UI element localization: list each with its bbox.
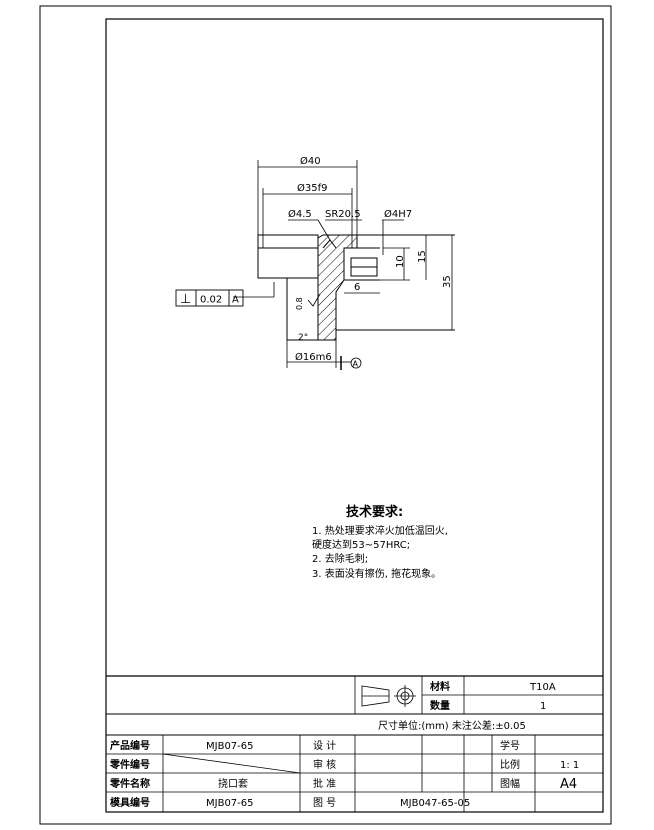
part-no-label: 零件编号	[109, 758, 150, 771]
design-label: 设 计	[313, 739, 336, 752]
dim-sr: SR20.5	[325, 209, 361, 220]
dimension-lines	[233, 160, 453, 368]
requirement-line-4: 3. 表面没有擦伤, 拖花现象。	[312, 567, 441, 580]
title-block-text: 材料 T10A 数量 1 尺寸单位:(mm) 未注公差:±0.05 产品编号 M…	[109, 680, 579, 809]
part-name-value: 挠口套	[218, 777, 248, 790]
material-label: 材料	[430, 680, 450, 693]
dim-d16m6: Ø16m6	[295, 351, 332, 363]
dim-d4h7: Ø4H7	[384, 208, 412, 220]
approve-label: 批 准	[313, 777, 336, 790]
inner-frame	[105, 18, 604, 813]
dim-35: 35	[442, 275, 453, 288]
technical-requirements: 技术要求: 1. 热处理要求淬火加低温回火, 硬度达到53~57HRC; 2. …	[312, 504, 448, 580]
dim-2deg: 2°	[298, 333, 308, 343]
hatched-section	[317, 234, 358, 341]
qty-label: 数量	[430, 699, 450, 712]
drawing-no-value: MJB047-65-05	[400, 798, 470, 809]
sheet-size-label: 图幅	[500, 777, 520, 790]
requirement-line-1: 1. 热处理要求淬火加低温回火,	[312, 524, 448, 537]
scale-label: 比例	[500, 758, 520, 771]
units-note: 尺寸单位:(mm) 未注公差:±0.05	[378, 719, 526, 732]
requirements-title: 技术要求:	[346, 504, 403, 520]
roughness-symbol	[307, 293, 321, 307]
dim-08: 0.8	[295, 297, 304, 310]
scale-value: 1: 1	[560, 760, 579, 771]
mold-no-label: 模具编号	[110, 796, 150, 809]
requirement-line-2: 硬度达到53~57HRC;	[312, 538, 410, 551]
flange-body	[257, 247, 319, 279]
projection-symbol-icon	[361, 685, 416, 707]
student-no-label: 学号	[500, 739, 520, 752]
tolerance-value: 0.02	[200, 295, 222, 306]
flange	[257, 234, 319, 249]
product-no-value: MJB07-65	[206, 741, 254, 752]
review-label: 审 核	[313, 758, 336, 771]
dim-10: 10	[395, 255, 406, 268]
material-value: T10A	[529, 682, 556, 693]
dim-d35f9: Ø35f9	[297, 182, 327, 194]
dimension-texts: Ø40 Ø35f9 Ø4.5 SR20.5 Ø4H7 10 15 35 6 0.…	[288, 155, 453, 363]
tolerance-datum: A	[232, 295, 239, 306]
dim-6: 6	[354, 282, 360, 293]
dim-15: 15	[417, 250, 428, 263]
dim-d45: Ø4.5	[288, 208, 312, 220]
datum-a: A	[340, 356, 362, 370]
requirement-line-3: 2. 去除毛刺;	[312, 552, 368, 565]
tolerance-symbol: ⊥	[180, 292, 191, 307]
qty-value: 1	[540, 701, 546, 712]
datum-a-label: A	[353, 360, 359, 369]
product-no-label: 产品编号	[110, 739, 150, 752]
outer-border	[39, 5, 612, 825]
sheet-size-value: A4	[560, 777, 577, 792]
tolerance-frame: ⊥ 0.02 A	[175, 289, 244, 307]
mold-no-value: MJB07-65	[206, 798, 254, 809]
part-name-label: 零件名称	[109, 777, 150, 790]
part-section-view	[257, 234, 455, 341]
dim-d40: Ø40	[300, 155, 321, 167]
title-block	[106, 675, 603, 812]
drawing-no-label: 图 号	[313, 797, 336, 809]
